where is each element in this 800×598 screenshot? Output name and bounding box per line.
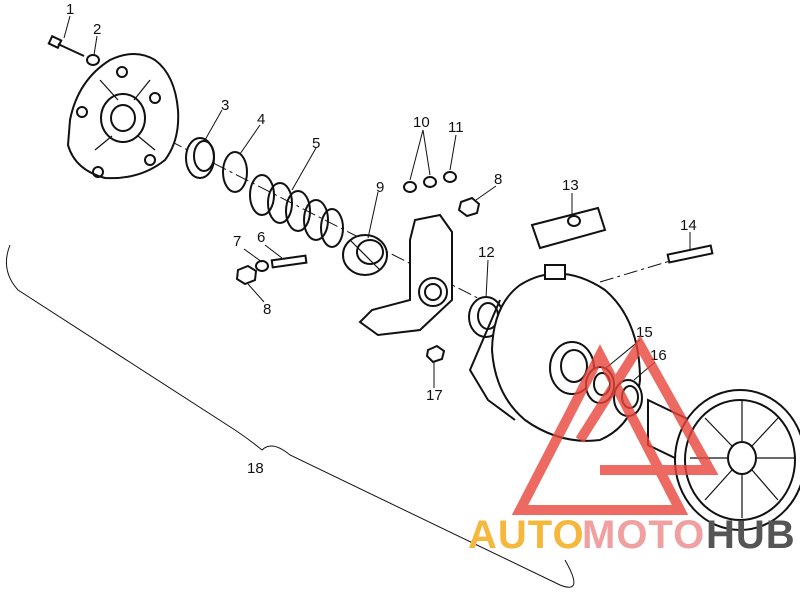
- assembly-bracket: [5, 244, 575, 588]
- pin-part: [270, 254, 308, 269]
- pin-head-part: [255, 260, 269, 272]
- spring-part: [249, 174, 344, 248]
- small-washers-part: [403, 171, 457, 193]
- small-nut-part: [425, 344, 446, 364]
- assembly-centerline: [79, 94, 561, 341]
- callout-13: 13: [562, 177, 579, 194]
- watermark-text: AUTO MOTO HUB: [468, 513, 796, 557]
- callout-2: 2: [93, 21, 101, 38]
- watermark-triangle-outer: [511, 344, 689, 515]
- callout-16: 16: [650, 347, 667, 364]
- callout-4: 4: [257, 111, 265, 128]
- callout-8-upper: 8: [494, 171, 502, 188]
- nut-right-part: [457, 196, 481, 218]
- nut-left-part: [235, 264, 258, 286]
- washer-part: [86, 54, 100, 66]
- callout-10: 10: [413, 114, 430, 131]
- callout-labels: 1 2 3 4 5 6 7 8 8 9 10 11 12 13 14 15 16…: [66, 1, 697, 477]
- callout-7: 7: [233, 233, 241, 250]
- watermark-text-hub: HUB: [706, 513, 796, 557]
- callout-6: 6: [257, 229, 265, 246]
- bolt-part: [47, 34, 85, 57]
- callout-11: 11: [448, 119, 464, 136]
- roller-part: [342, 234, 388, 276]
- fixed-sheave-part: [647, 389, 800, 531]
- watermark-logo: [511, 335, 719, 515]
- callout-18: 18: [247, 460, 264, 477]
- callout-3: 3: [221, 97, 229, 114]
- callout-8-lower: 8: [263, 301, 271, 318]
- snap-ring-part: [222, 151, 248, 193]
- watermark-text-auto: AUTO: [468, 513, 585, 557]
- watermark-triangle-inner: [575, 335, 719, 475]
- moveable-sheave-part: [469, 264, 642, 442]
- callout-12: 12: [478, 244, 495, 261]
- callout-9: 9: [376, 179, 384, 196]
- callout-14: 14: [680, 217, 697, 234]
- watermark-text-moto: MOTO: [582, 513, 705, 557]
- callout-5: 5: [312, 135, 320, 152]
- callout-17: 17: [426, 387, 443, 404]
- bushing-part: [185, 137, 215, 179]
- tag-part: [530, 206, 607, 250]
- callout-1: 1: [66, 1, 74, 18]
- arm-bracket-part: [358, 213, 453, 337]
- long-pin-part: [666, 244, 714, 264]
- cover-plate-part: [66, 53, 180, 180]
